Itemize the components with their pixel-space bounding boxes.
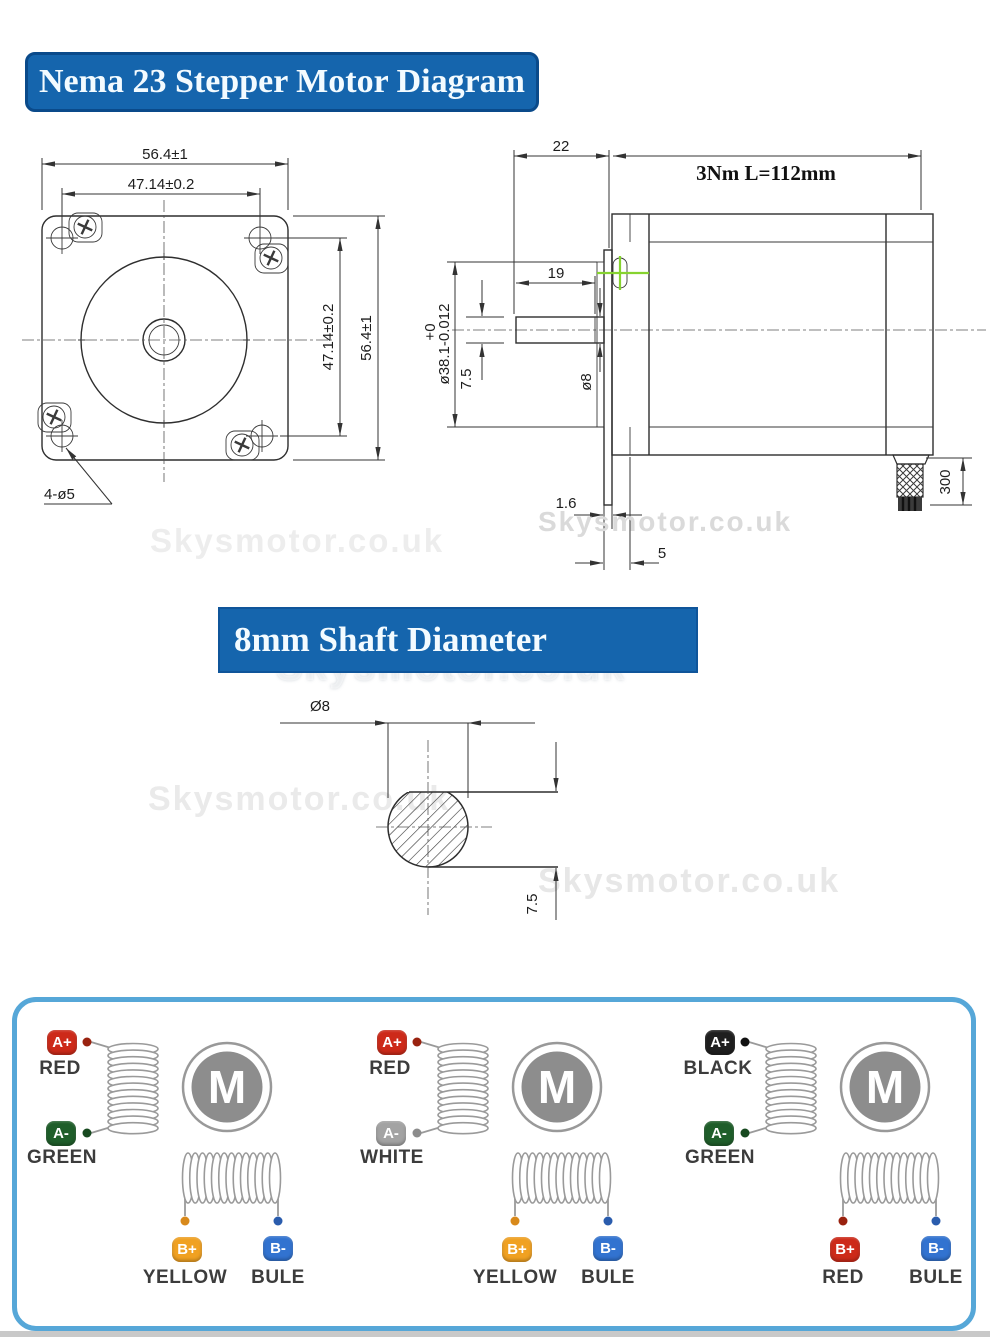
motor-body <box>611 213 934 456</box>
shaft-section-drawing: Ø8 7.5 <box>280 698 559 920</box>
wire-dot-b-minus <box>273 1216 283 1226</box>
dim-shaft-length: 22 <box>553 138 570 155</box>
corner-screws <box>37 212 289 461</box>
motor-dimension-drawing: 56.4±1 47.14±0.2 47.14±0.2 56.4±1 4-ø5 <box>22 138 986 570</box>
main-title-banner: Nema 23 Stepper Motor Diagram <box>25 52 539 112</box>
terminal-b-plus: B+ <box>830 1237 860 1262</box>
dim-hole-spacing-h: 47.14±0.2 <box>128 176 195 193</box>
wire-color-a-minus: WHITE <box>360 1147 424 1168</box>
wire-dot-a-minus <box>740 1128 750 1138</box>
wire-color-b-plus: RED <box>822 1267 864 1288</box>
dim-section-diameter: Ø8 <box>310 698 330 715</box>
wire-dot-a-plus <box>412 1037 422 1047</box>
wire-color-b-minus: BULE <box>909 1267 963 1288</box>
terminal-a-minus: A- <box>46 1121 76 1146</box>
terminal-a-minus: A- <box>376 1121 406 1146</box>
wiring-group-1 <box>82 1037 283 1226</box>
dim-outer-width: 56.4±1 <box>142 146 188 163</box>
dim-outer-height: 56.4±1 <box>358 315 375 361</box>
wiring-panel-1: A+ RED A- GREEN B+ YELLOW B- BULE <box>12 997 342 1331</box>
dim-pilot-tolerance: +0 <box>422 323 439 340</box>
wiring-group-3 <box>740 1037 941 1226</box>
wiring-schematic: M <box>82 1037 941 1226</box>
front-view: 56.4±1 47.14±0.2 47.14±0.2 56.4±1 4-ø5 <box>22 146 385 505</box>
dim-pilot-diameter: ø38.1-0.012 <box>436 304 453 385</box>
wire-color-b-plus: YELLOW <box>142 1267 228 1288</box>
wire-color-a-minus: GREEN <box>684 1147 756 1168</box>
dim-flat-length: 19 <box>548 265 565 282</box>
wire-dot-a-minus <box>412 1128 422 1138</box>
wire-dot-b-plus <box>838 1216 848 1226</box>
dim-flange-step: 5 <box>658 545 666 562</box>
wire-color-b-minus: BULE <box>251 1267 305 1288</box>
flange <box>603 249 613 506</box>
wire-dot-a-plus <box>740 1037 750 1047</box>
terminal-a-plus: A+ <box>47 1030 77 1055</box>
wiring-panel <box>12 997 976 1331</box>
shaft-title: 8mm Shaft Diameter <box>234 620 547 659</box>
wire-dot-a-minus <box>82 1128 92 1138</box>
wire-color-a-plus: RED <box>39 1058 81 1079</box>
dim-section-flat-height: 7.5 <box>524 894 541 915</box>
wire-color-b-minus: BULE <box>581 1267 635 1288</box>
wiring-group-2 <box>412 1037 613 1226</box>
wire-color-b-plus: YELLOW <box>472 1267 558 1288</box>
terminal-b-plus: B+ <box>172 1237 202 1262</box>
wiring-panel-2: A+ RED A- WHITE B+ YELLOW B- BULE <box>342 997 672 1331</box>
terminal-a-plus: A+ <box>705 1030 735 1055</box>
green-crosshair-marker <box>597 256 649 290</box>
main-title: Nema 23 Stepper Motor Diagram <box>39 63 525 100</box>
terminal-b-plus: B+ <box>502 1237 532 1262</box>
wire-dot-b-plus <box>180 1216 190 1226</box>
terminal-a-minus: A- <box>704 1121 734 1146</box>
terminal-a-plus: A+ <box>377 1030 407 1055</box>
section-centerlines <box>376 740 492 915</box>
page-bottom-edge <box>0 1331 990 1337</box>
terminal-b-minus: B- <box>263 1236 293 1261</box>
wire-dot-b-plus <box>510 1216 520 1226</box>
dim-mounting-holes: 4-ø5 <box>44 486 75 503</box>
motor-cable <box>892 454 930 511</box>
dim-flat-depth: 7.5 <box>458 369 475 390</box>
shaft-title-banner: 8mm Shaft Diameter <box>218 607 698 673</box>
wire-color-a-plus: RED <box>369 1058 411 1079</box>
terminal-b-minus: B- <box>921 1236 951 1261</box>
wire-color-a-plus: BLACK <box>683 1058 753 1079</box>
dim-hole-spacing-v: 47.14±0.2 <box>320 304 337 371</box>
wiring-panel-3: A+ BLACK A- GREEN B+ RED B- BULE <box>670 997 990 1331</box>
dim-cable-length: 300 <box>937 469 954 494</box>
wire-dot-a-plus <box>82 1037 92 1047</box>
dim-boss-height: 1.6 <box>556 495 577 512</box>
side-view: 22 3Nm L=112mm 19 ø8 7.5 ø38.1-0.012 +0 … <box>422 138 986 570</box>
front-centerlines <box>22 200 332 482</box>
wire-dot-b-minus <box>931 1216 941 1226</box>
torque-length-label: 3Nm L=112mm <box>696 161 836 185</box>
wire-color-a-minus: GREEN <box>26 1147 98 1168</box>
terminal-b-minus: B- <box>593 1236 623 1261</box>
dim-shaft-diameter: ø8 <box>578 373 595 391</box>
wire-dot-b-minus <box>603 1216 613 1226</box>
